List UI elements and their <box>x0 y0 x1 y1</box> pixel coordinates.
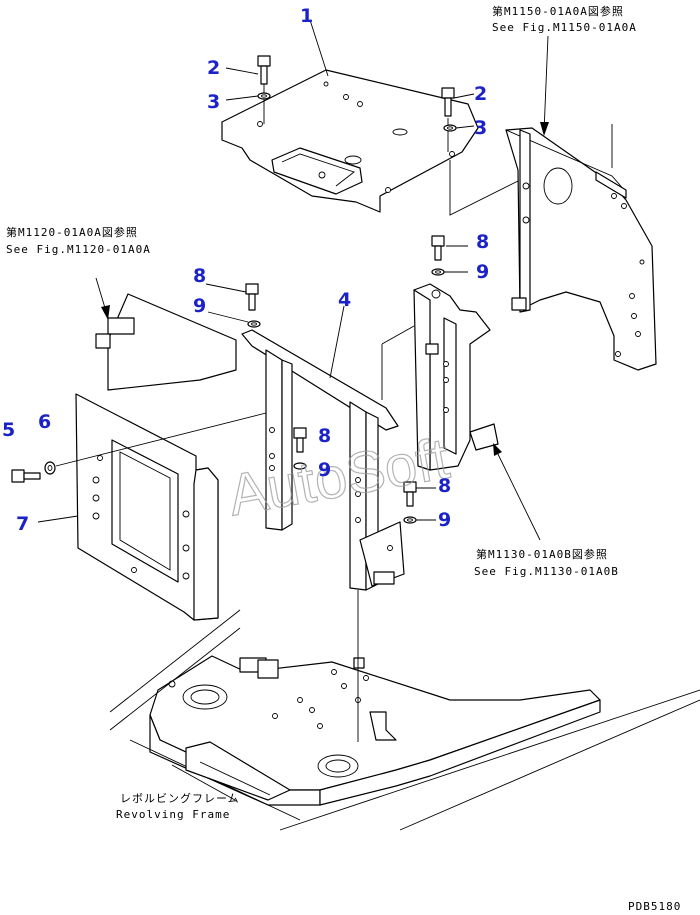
ref-m1120-jp: 第M1120-01A0A図参照 <box>6 225 138 239</box>
watermark: AutoSoft <box>223 426 453 529</box>
right-side-panel <box>449 124 657 371</box>
left-side-panel <box>95 293 237 391</box>
callout-3-left: 3 <box>207 91 220 113</box>
callout-6: 6 <box>38 411 51 433</box>
ref-m1130-jp: 第M1130-01A0B図参照 <box>476 547 608 561</box>
washer-9-a <box>247 320 261 328</box>
callout-9-a: 9 <box>193 295 206 317</box>
callout-8-a: 8 <box>193 265 206 287</box>
washer-9-d <box>403 516 417 524</box>
callout-2-left: 2 <box>207 57 220 79</box>
callout-9-b: 9 <box>476 261 489 283</box>
panel-7 <box>75 393 219 621</box>
callout-1: 1 <box>300 5 313 27</box>
callout-2-right: 2 <box>474 83 487 105</box>
floor-plate <box>221 69 479 213</box>
ref-m1120-en: See Fig.M1120-01A0A <box>6 243 151 256</box>
leader-lines <box>37 19 549 541</box>
bolt-8-c <box>293 427 307 453</box>
screw-5 <box>11 469 41 483</box>
callout-5: 5 <box>2 419 15 441</box>
washer-9-b <box>431 268 445 276</box>
washer-9-c <box>293 462 307 470</box>
callout-8-b: 8 <box>476 231 489 253</box>
ref-m1150-jp: 第M1150-01A0A図参照 <box>492 4 624 18</box>
frame-4 <box>241 329 405 742</box>
callout-9-c: 9 <box>318 459 331 481</box>
callout-7: 7 <box>16 513 29 535</box>
frame-label-en: Revolving Frame <box>116 808 230 821</box>
bolt-2-right <box>441 87 455 152</box>
drawing-code: PDB5180 <box>628 900 681 913</box>
arrow-m1130 <box>493 443 502 456</box>
ref-m1150-en: See Fig.M1150-01A0A <box>492 21 637 34</box>
frame-label-jp: レボルビングフレーム <box>120 791 240 805</box>
revolving-frame <box>109 609 700 831</box>
callout-8-c: 8 <box>318 425 331 447</box>
callout-8-d: 8 <box>438 475 451 497</box>
arrow-m1150 <box>540 122 549 136</box>
callout-4: 4 <box>338 289 351 311</box>
callout-3-right: 3 <box>474 117 487 139</box>
bolt-2-left <box>257 55 271 124</box>
washer-6 <box>44 461 56 475</box>
bolt-8-b <box>431 235 445 261</box>
washer-3-left <box>257 92 271 100</box>
right-bracket <box>381 283 499 471</box>
callout-9-d: 9 <box>438 509 451 531</box>
bolt-8-d <box>403 481 417 507</box>
washer-3-right <box>443 124 457 132</box>
ref-m1130-en: See Fig.M1130-01A0B <box>474 565 619 578</box>
arrow-m1120 <box>101 305 110 320</box>
bolt-8-a <box>245 283 259 311</box>
